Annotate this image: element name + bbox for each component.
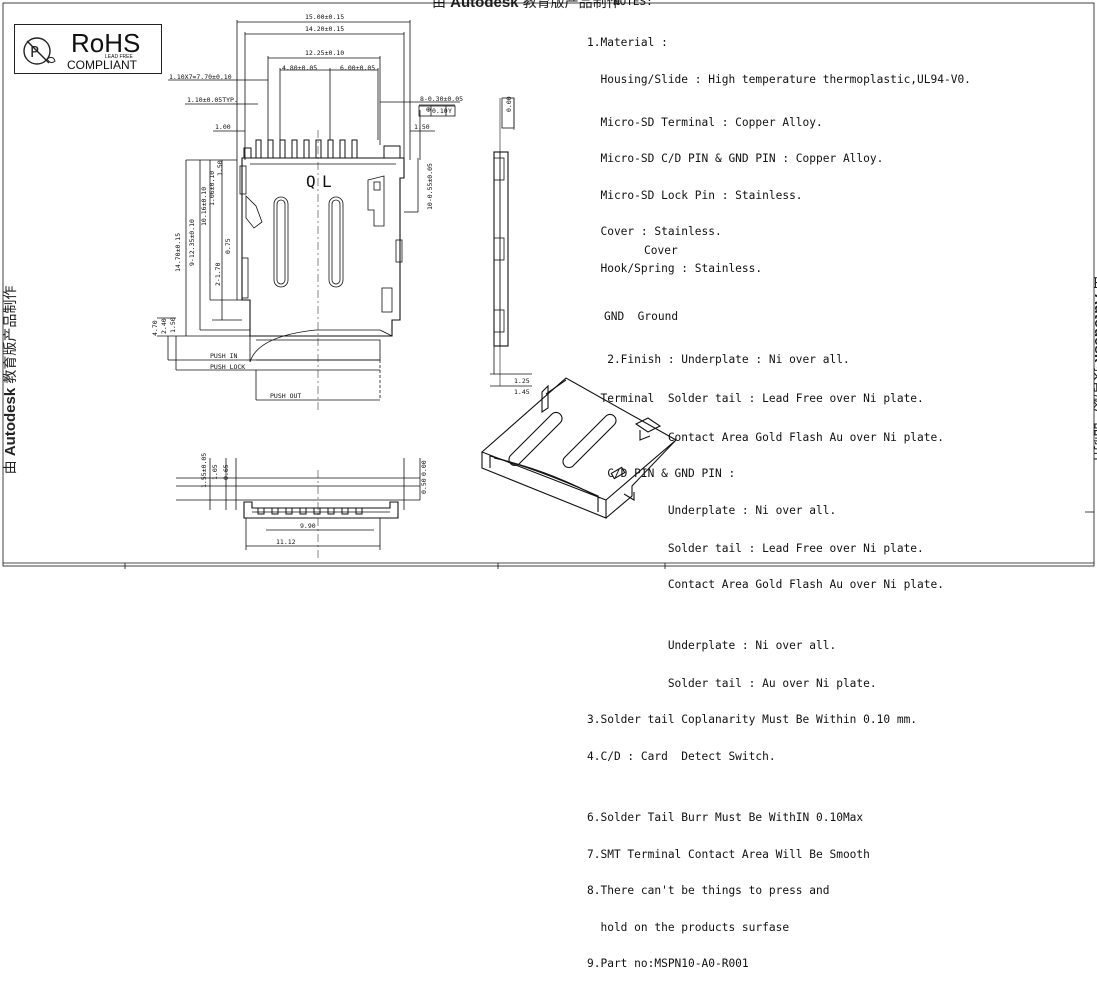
gnd-label: GND Ground [604,310,679,323]
note-line: Solder tail : Au over Ni plate. [587,676,877,690]
note-line: Solder tail : Lead Free over Ni plate. [587,541,924,555]
rohs-leaf-icon: P [23,37,56,65]
dim-text: 1.55±0.05 [200,453,208,488]
note-line: Terminal Solder tail : Lead Free over Ni… [587,392,924,406]
dim-text: 1.10±0.05TYP. [187,96,238,104]
dim-text: PUSH OUT [270,392,301,400]
dim-text: 1.05 [211,464,219,480]
dim-text: 0.00 [420,460,428,476]
note-line: Contact Area Gold Flash Au over Ni plate… [587,430,944,444]
dim-text: 14.20±0.15 [305,25,344,33]
note-line: 3.Solder tail Coplanarity Must Be Within… [587,713,918,727]
rohs-subtitle: COMPLIANT [67,58,138,72]
dim-text: 0.10 [432,107,448,115]
note-line: Underplate : Ni over all. [587,639,837,653]
dim-text: 11.12 [276,538,296,546]
dim-text: 9-12.35±0.10 [188,219,196,266]
dim-text: 0.75 [224,238,232,254]
note-line: Contact Area Gold Flash Au over Ni plate… [587,578,944,592]
watermark-top: 由 Autodesk 教育版产品制作 [432,0,621,11]
dim-text: 15.00±0.15 [305,13,344,21]
note-line: hold on the products surfase [587,920,790,934]
note-line: Micro-SD Lock Pin : Stainless. [587,188,803,202]
cover-label: Cover [644,244,678,257]
dim-text: 1.50 [414,123,430,131]
dim-text: 2.40 [160,318,168,334]
dim-text: 1.50 [169,317,177,333]
dim-text: L [322,172,332,191]
note-line: 7.SMT Terminal Contact Area Will Be Smoo… [587,847,870,861]
note-line: Micro-SD Terminal : Copper Alloy. [587,115,823,129]
top-view [157,20,460,410]
dim-text: 1.10X7=7.70±0.10 [169,73,232,81]
rohs-title: RoHS [71,28,141,58]
note-line: Micro-SD C/D PIN & GND PIN : Copper Allo… [587,152,884,166]
dim-text: 4.80±0.05 [282,64,317,72]
note-line: 6.Solder Tail Burr Must Be WithIN 0.10Ma… [587,811,864,824]
dim-text: 6.00±0.05 [340,64,375,72]
dim-text: 1.06±0.10 [208,171,216,206]
dim-text: PUSH IN [210,352,237,360]
dim-text: ⊕ [426,105,431,114]
dim-text: 9.90 [300,522,316,530]
dim-text: 0.00 [505,96,513,112]
dim-text: 1.00 [215,123,231,131]
dim-text: 10.16±0.10 [200,187,208,226]
rohs-tag: LEAD FREE [105,54,133,60]
dim-text: 1.25 [514,377,530,385]
dim-text: 8-0.30±0.05 [420,95,463,103]
dim-text: 1.50 [216,160,224,176]
note-line: Housing/Slide : High temperature thermop… [587,73,971,87]
dim-text: Q [306,172,316,191]
dim-text: 0.50 [420,478,428,494]
note-line: Hook/Spring : Stainless. [587,262,763,276]
side-view [490,97,532,387]
technical-drawing: 15.00±0.15 14.20±0.15 12.25±0.10 4.80±0.… [2,2,1095,569]
dim-text: PUSH LOCK [210,363,245,371]
dim-text: 10-0.55±0.05 [426,163,434,210]
sheet-border [2,2,1095,567]
note-line: 4.C/D : Card Detect Switch. [587,749,776,763]
note-line: Underplate : Ni over all. [587,503,837,517]
front-view [176,458,421,560]
notes-header: NOTES: [613,0,653,8]
note-line: 1.Material : [587,36,668,50]
dim-text: 1.45 [514,388,530,396]
note-line: 2.Finish : Underplate : Ni over all. [587,353,850,367]
note-line: 8.There can't be things to press and [587,884,830,898]
isometric-view [480,377,677,519]
rohs-badge: P RoHS LEAD FREE COMPLIANT [14,24,162,74]
dim-text: Y [448,107,452,115]
dim-text: 12.25±0.10 [305,49,344,57]
note-line: 9.Part no:MSPN10-A0-R001 [587,957,749,971]
note-line: Cover : Stainless. [587,225,722,239]
dim-text: 4.70 [151,320,159,336]
dim-text: 2-1.70 [214,262,222,286]
dim-text: 0.65 [222,464,230,480]
dim-text: 14.70±0.15 [174,233,182,272]
drawing-sheet: 由 Autodesk 教育版产品制作 由 Autodesk 教育版产品制作 由 … [2,0,1097,970]
svg-text:P: P [30,43,39,61]
